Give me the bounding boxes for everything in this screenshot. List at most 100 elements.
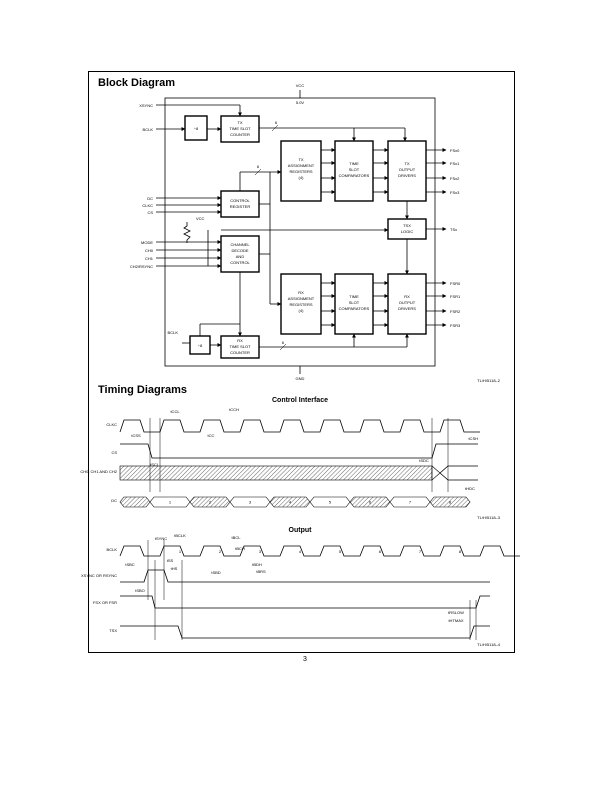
svg-text:COMPARATORS: COMPARATORS — [339, 173, 370, 178]
svg-text:tCCL: tCCL — [170, 409, 180, 414]
dc-bit-label: 4 — [289, 500, 292, 505]
out-signal-bclk: BCLK — [107, 547, 118, 552]
pin-fsx2: FSx2 — [450, 176, 460, 181]
svg-text:CHANNEL: CHANNEL — [230, 242, 250, 247]
svg-text:tSCI: tSCI — [150, 462, 158, 467]
pin-fsx3: FSx3 — [450, 190, 460, 195]
out-bit-label: 7 — [419, 549, 422, 554]
dc-bit-cell — [119, 496, 151, 508]
ci-signal-dc: DC — [111, 498, 117, 503]
svg-text:OUTPUT: OUTPUT — [399, 167, 416, 172]
svg-text:TSX: TSX — [403, 223, 411, 228]
rx-assignment-registers — [280, 273, 322, 335]
svg-text:TIME SLOT: TIME SLOT — [229, 126, 251, 131]
page-frame — [88, 71, 515, 653]
out-fs-waveform — [120, 595, 490, 609]
svg-text:tSDC: tSDC — [419, 458, 429, 463]
svg-text:COUNTER: COUNTER — [230, 350, 250, 355]
ci-signal-clkc: CLKC — [106, 422, 117, 427]
dc-bit-label: 6 — [369, 500, 372, 505]
pin-ch2-rsync: CH2/RSYNC — [130, 264, 153, 269]
tx-time-slot-counter — [220, 115, 260, 143]
dc-bit-label: 7 — [409, 500, 412, 505]
output-title: Output — [288, 527, 312, 534]
out-signal-tsx: TSX — [109, 628, 117, 633]
dc-bit-label: 2 — [209, 500, 212, 505]
ci-cs-waveform — [120, 443, 478, 459]
dc-bit-cell — [309, 496, 351, 508]
svg-text:tHDC: tHDC — [465, 486, 475, 491]
svg-text:SLOT: SLOT — [349, 300, 360, 305]
svg-text:REGISTERS: REGISTERS — [289, 169, 312, 174]
svg-text:TX: TX — [237, 120, 242, 125]
svg-text:tBDH: tBDH — [252, 562, 262, 567]
svg-text:tSBO: tSBO — [135, 588, 145, 593]
svg-text:tBCL: tBCL — [232, 535, 242, 540]
svg-text:tBRS: tBRS — [256, 569, 266, 574]
svg-text:tBCLK: tBCLK — [174, 533, 186, 538]
svg-text:tCC: tCC — [208, 433, 215, 438]
pin-ch0: CH0 — [145, 248, 154, 253]
svg-text:DRIVERS: DRIVERS — [398, 173, 416, 178]
svg-text:6: 6 — [275, 120, 278, 125]
pin-dc: DC — [147, 196, 153, 201]
svg-text:SLOT: SLOT — [349, 167, 360, 172]
svg-text:tHTMAX: tHTMAX — [448, 618, 463, 623]
gnd-label: GND — [296, 376, 305, 381]
dc-bit-cell — [269, 496, 311, 508]
svg-text:RX: RX — [237, 338, 243, 343]
ci-clkc-trace — [119, 419, 480, 433]
out-sync-waveform — [120, 569, 490, 583]
out-bit-label: 5 — [339, 549, 342, 554]
ci-signal-ch: CH0, CH1 AND CH2 — [80, 469, 117, 474]
dc-bit-cell — [229, 496, 271, 508]
ci-ch-hatched — [119, 465, 433, 481]
svg-text:CONTROL: CONTROL — [230, 198, 250, 203]
timing-diagrams-title: Timing Diagrams — [98, 384, 188, 396]
svg-text:REGISTER: REGISTER — [230, 204, 251, 209]
out-signal-fs: FSX OR FSR — [93, 600, 117, 605]
out-figure-id: TL/H/5118–4 — [477, 642, 501, 647]
svg-text:REGISTERS: REGISTERS — [289, 302, 312, 307]
svg-text:tRSLOW: tRSLOW — [448, 610, 464, 615]
dc-bit-label: 1 — [169, 500, 172, 505]
ci-signal-cs: CS — [111, 450, 117, 455]
pin-cs: CS — [147, 210, 153, 215]
svg-text:RX: RX — [404, 294, 410, 299]
page-number: 3 — [303, 656, 307, 663]
rx-time-slot-comparators — [334, 273, 374, 335]
out-bit-label: 2 — [219, 549, 222, 554]
dc-bit-cell — [349, 496, 391, 508]
svg-text:(4): (4) — [299, 308, 305, 313]
svg-text:6: 6 — [257, 164, 260, 169]
pin-tsx: TSx — [450, 227, 457, 232]
svg-text:LOGIC: LOGIC — [401, 229, 414, 234]
svg-text:TX: TX — [298, 157, 303, 162]
out-signal-xsync: XSYNC OR RSYNC — [81, 573, 117, 578]
pin-fsr3: FSR3 — [450, 323, 461, 328]
block-diagram-title: Block Diagram — [98, 77, 176, 89]
svg-text:tCSS: tCSS — [131, 433, 141, 438]
control-interface-title: Control Interface — [271, 397, 328, 404]
svg-text:COUNTER: COUNTER — [230, 132, 250, 137]
dc-bit-cell — [149, 496, 191, 508]
svg-text:÷8: ÷8 — [198, 343, 203, 348]
pin-fsr2: FSR2 — [450, 309, 461, 314]
svg-text:DRIVERS: DRIVERS — [398, 306, 416, 311]
svg-text:RX: RX — [298, 290, 304, 295]
out-bit-label: 6 — [379, 549, 382, 554]
svg-text:tSYNC: tSYNC — [155, 536, 167, 541]
svg-text:tBCH: tBCH — [235, 546, 245, 551]
dc-bit-cell — [389, 496, 431, 508]
dc-bit-cell — [429, 496, 471, 508]
out-bit-label: 8 — [459, 549, 462, 554]
out-bit-label: 4 — [299, 549, 302, 554]
svg-text:OUTPUT: OUTPUT — [399, 300, 416, 305]
pin-bclk-rx: BCLK — [168, 330, 179, 335]
tx-assignment-registers — [280, 140, 322, 202]
pin-fsr1: FSR1 — [450, 294, 461, 299]
